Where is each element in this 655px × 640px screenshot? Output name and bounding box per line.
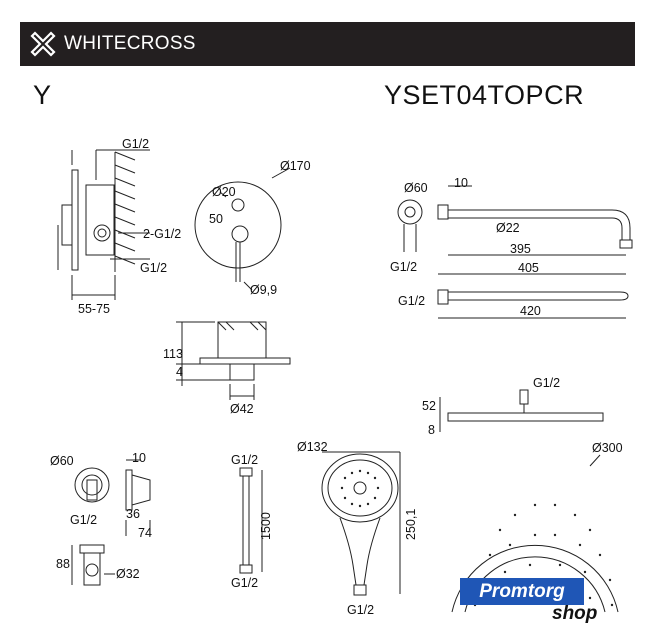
mixer-g-top: G1/2 bbox=[122, 137, 149, 151]
mixer-top-view bbox=[176, 321, 291, 400]
hand-shower-diameter: Ø132 bbox=[297, 440, 328, 454]
mixer-front-view bbox=[194, 167, 291, 291]
rain-shower-side-view bbox=[439, 389, 604, 432]
mixer-side-view bbox=[57, 149, 150, 300]
rain-thickness: 8 bbox=[428, 423, 435, 437]
holder-diameter: Ø32 bbox=[116, 567, 140, 581]
mixer-g-bottom: G1/2 bbox=[140, 261, 167, 275]
hose-g-top: G1/2 bbox=[231, 453, 258, 467]
hand-shower-view bbox=[321, 451, 401, 596]
rain-diameter: Ø300 bbox=[592, 441, 623, 455]
plate-diameter: Ø170 bbox=[280, 159, 311, 173]
mixer-depth: 55-75 bbox=[78, 302, 110, 316]
series-name: Y bbox=[33, 80, 52, 110]
arm-length-405: 405 bbox=[518, 261, 539, 275]
promtorg-shop-stamp: Promtorg shop bbox=[460, 578, 615, 632]
arm-flange-diameter: Ø60 bbox=[404, 181, 428, 195]
arm-pipe-diameter: Ø22 bbox=[496, 221, 520, 235]
hand-shower-g: G1/2 bbox=[347, 603, 374, 617]
holder-width-74: 74 bbox=[138, 526, 152, 540]
hose-g-bottom: G1/2 bbox=[231, 576, 258, 590]
stamp-top: Promtorg bbox=[460, 578, 584, 605]
holder-height: 88 bbox=[56, 557, 70, 571]
rain-height: 52 bbox=[422, 399, 436, 413]
hand-shower-length: 250,1 bbox=[404, 509, 418, 540]
holder-g: G1/2 bbox=[70, 513, 97, 527]
holder-depth: 10 bbox=[132, 451, 146, 465]
lever-diameter: Ø9,9 bbox=[250, 283, 277, 297]
brand-name: WHITECROSS bbox=[64, 33, 196, 54]
mixer-bottom-diameter: Ø42 bbox=[230, 402, 254, 416]
mixer-g-side: 2-G1/2 bbox=[143, 227, 181, 241]
knob-diameter: Ø20 bbox=[212, 185, 236, 199]
whitecross-logo-icon bbox=[30, 31, 56, 57]
hose-length: 1500 bbox=[259, 512, 273, 540]
shower-hose-view bbox=[239, 467, 263, 574]
wall-holder-view bbox=[71, 459, 151, 586]
holder-width-36: 36 bbox=[126, 507, 140, 521]
rain-g: G1/2 bbox=[533, 376, 560, 390]
arm-g: G1/2 bbox=[390, 260, 417, 274]
mixer-flange: 4 bbox=[176, 365, 183, 379]
knob-offset: 50 bbox=[209, 212, 223, 226]
arm-length-395: 395 bbox=[510, 242, 531, 256]
mixer-height: 113 bbox=[163, 347, 183, 361]
shower-arm-view bbox=[397, 185, 633, 275]
arm-length-420: 420 bbox=[520, 304, 541, 318]
brand-header: WHITECROSS bbox=[20, 22, 635, 66]
stamp-bottom: shop bbox=[552, 603, 598, 624]
arm-side-g: G1/2 bbox=[398, 294, 425, 308]
arm-flange-width: 10 bbox=[454, 176, 468, 190]
holder-flange-diameter: Ø60 bbox=[50, 454, 74, 468]
shower-arm-side-view bbox=[437, 289, 629, 319]
product-sku: YSET04TOPCR bbox=[384, 80, 585, 110]
